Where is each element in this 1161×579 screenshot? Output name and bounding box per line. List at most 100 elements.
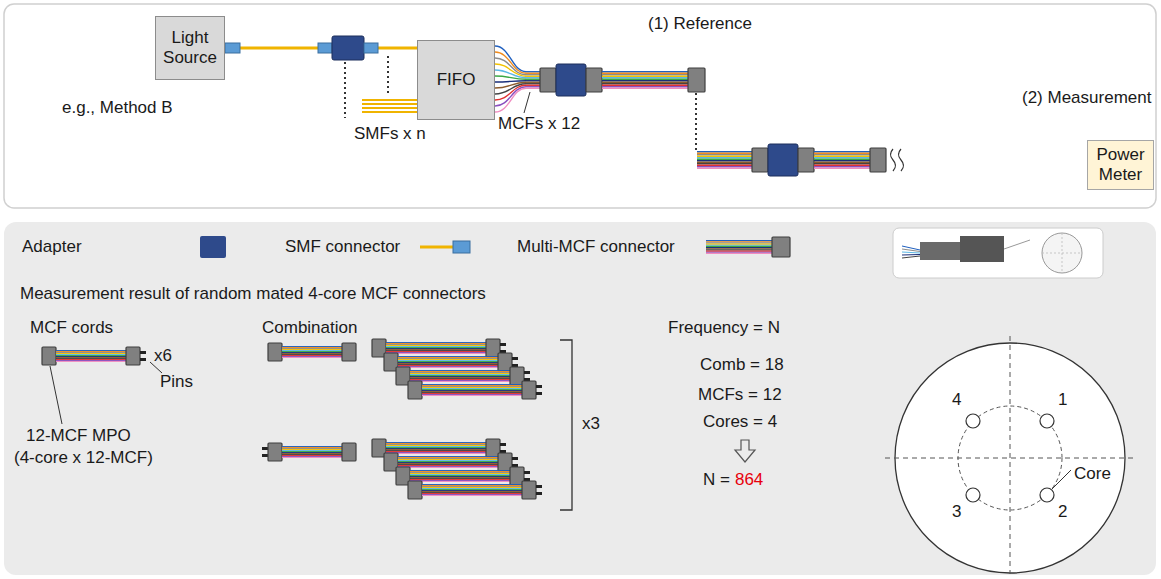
dotted-line bbox=[695, 93, 697, 150]
mcf-fiber bbox=[706, 242, 772, 243]
leader-line bbox=[524, 92, 530, 113]
mcf-fiber bbox=[56, 360, 126, 361]
fan-out-fiber bbox=[495, 88, 526, 112]
axis-line bbox=[1010, 336, 1011, 574]
mcf-fiber bbox=[410, 371, 510, 372]
mcf-fiber bbox=[386, 349, 486, 350]
photo-endface bbox=[1062, 233, 1063, 273]
annotation-label: 1 bbox=[1058, 390, 1067, 410]
core bbox=[1040, 414, 1054, 428]
mcf-fiber bbox=[282, 449, 342, 450]
mcf-fiber bbox=[422, 390, 522, 391]
mcf-fiber bbox=[422, 493, 522, 494]
box-label: Light Source bbox=[160, 28, 220, 68]
mcf-fiber bbox=[422, 391, 522, 392]
mcf-fiber bbox=[422, 387, 522, 388]
mcf-fiber bbox=[410, 370, 510, 371]
mcf-fiber bbox=[526, 83, 540, 84]
mcf-connector bbox=[772, 237, 790, 257]
fan-out-fiber bbox=[495, 81, 526, 82]
mcf-fiber bbox=[706, 248, 772, 249]
mcf-fiber bbox=[410, 477, 510, 478]
pin bbox=[140, 351, 146, 354]
mcf-fiber bbox=[602, 76, 688, 77]
pin bbox=[512, 457, 518, 460]
dotted-line bbox=[387, 56, 389, 96]
annotation-label: MCFs x 12 bbox=[498, 114, 580, 134]
mcf-fiber bbox=[602, 85, 688, 86]
top-panel bbox=[4, 4, 1156, 208]
mcf-fiber bbox=[697, 156, 752, 157]
mcf-fiber bbox=[386, 345, 486, 346]
mcf-fiber bbox=[282, 451, 342, 452]
mcf-fiber bbox=[697, 159, 752, 160]
mcf-fiber bbox=[282, 453, 342, 454]
mcf-fiber bbox=[398, 466, 498, 467]
mcf-connector bbox=[42, 347, 56, 365]
mcf-fiber bbox=[398, 356, 498, 357]
mcf-fiber bbox=[398, 458, 498, 459]
mcf-fiber bbox=[398, 365, 498, 366]
mcf-fiber bbox=[422, 393, 522, 394]
mcf-fiber bbox=[282, 352, 342, 353]
annotation-label: Core bbox=[1072, 464, 1113, 484]
break-mark bbox=[899, 149, 904, 171]
photo-fiber bbox=[902, 249, 920, 252]
mcf-fiber bbox=[602, 83, 688, 84]
mcf-fiber bbox=[56, 350, 126, 351]
mcf-fiber bbox=[814, 153, 870, 154]
mcf-fiber bbox=[282, 447, 342, 448]
down-arrow bbox=[735, 440, 755, 462]
annotation-label: MCFs = 12 bbox=[698, 385, 782, 405]
box-label: Power Meter bbox=[1092, 145, 1149, 185]
mcf-fiber bbox=[282, 452, 342, 453]
mcf-fiber bbox=[410, 378, 510, 379]
mcf-fiber bbox=[56, 352, 126, 353]
mcf-connector bbox=[540, 68, 556, 92]
mcf-fiber bbox=[422, 491, 522, 492]
mcf-fiber bbox=[398, 465, 498, 466]
mcf-fiber bbox=[814, 160, 870, 161]
annotation-label: N = bbox=[703, 470, 730, 490]
mcf-fiber bbox=[814, 165, 870, 166]
mcf-fiber bbox=[422, 487, 522, 488]
mcf-fiber bbox=[282, 356, 342, 357]
mcf-connector bbox=[586, 68, 602, 92]
annotation-label: 4 bbox=[952, 390, 961, 410]
mcf-fiber bbox=[386, 453, 486, 454]
pin bbox=[140, 358, 146, 361]
mcf-fiber bbox=[706, 252, 772, 253]
mcf-fiber bbox=[398, 361, 498, 362]
mcf-fiber bbox=[282, 454, 342, 455]
mcf-fiber bbox=[398, 461, 498, 462]
mcf-fiber bbox=[386, 442, 486, 443]
mcf-connector bbox=[798, 148, 814, 172]
pin bbox=[524, 371, 530, 374]
mcf-fiber bbox=[706, 241, 772, 242]
annotation-label: Cores = 4 bbox=[703, 412, 777, 432]
mcf-fiber bbox=[697, 154, 752, 155]
mcf-fiber bbox=[814, 162, 870, 163]
mcf-fiber bbox=[386, 343, 486, 344]
photo-endface bbox=[1042, 233, 1082, 273]
mcf-fiber bbox=[697, 168, 752, 169]
photo-fiber bbox=[902, 256, 920, 258]
mcf-fiber bbox=[282, 456, 342, 457]
annotation-label: SMFs x n bbox=[354, 124, 426, 144]
mcf-fiber bbox=[386, 449, 486, 450]
mcf-fiber bbox=[697, 157, 752, 158]
mcf-fiber bbox=[398, 460, 498, 461]
mcf-fiber bbox=[410, 470, 510, 471]
mcf-fiber bbox=[410, 473, 510, 474]
mcf-fiber bbox=[398, 367, 498, 368]
smf-connector bbox=[364, 43, 378, 53]
mcf-fiber bbox=[398, 360, 498, 361]
mcf-fiber bbox=[422, 385, 522, 386]
mcf-fiber bbox=[697, 166, 752, 167]
mcf-fiber bbox=[706, 251, 772, 252]
mcf-fiber bbox=[526, 85, 540, 86]
mcf-fiber bbox=[282, 349, 342, 350]
mcf-fiber bbox=[422, 392, 522, 393]
mcf-fiber bbox=[56, 355, 126, 356]
